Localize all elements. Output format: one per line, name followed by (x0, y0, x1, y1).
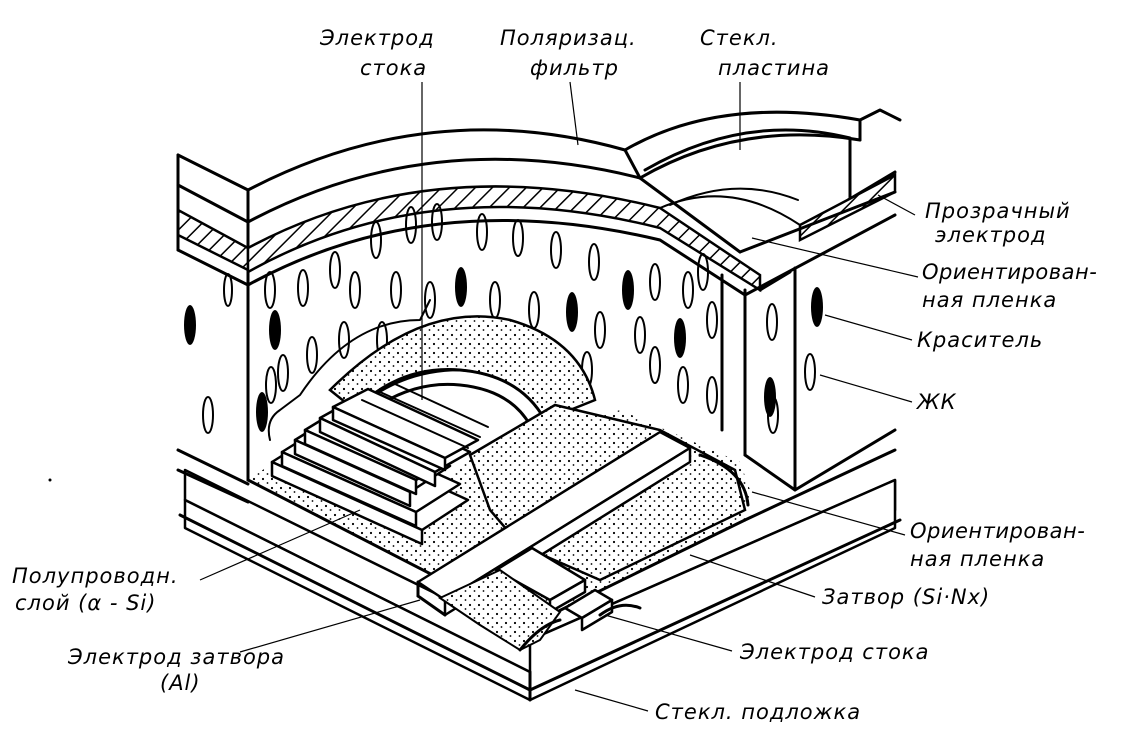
label-gate-electrode-1: Электрод затвора (67, 645, 285, 669)
label-gate-insulator: Затвор (Si·Nx) (822, 585, 990, 609)
lower-dotted-region (437, 568, 642, 652)
label-glass-substrate: Стекл. подложка (655, 700, 861, 724)
label-oriented-film-bottom-1: Ориентирован- (910, 519, 1085, 543)
transparent-electrode-hatched (246, 185, 762, 293)
tft-stack (270, 383, 489, 546)
labels: Электрод стока Поляризац. фильтр Стекл. … (12, 26, 1097, 724)
label-gate-electrode-2: (Al) (160, 671, 201, 695)
label-transparent-electrode-1: Прозрачный (925, 199, 1071, 223)
glass-plate (623, 108, 902, 297)
label-polarizer-1: Поляризац. (500, 26, 637, 50)
label-glass-plate-2: пластина (718, 56, 830, 80)
label-semiconductor-layer-2: слой (α - Si) (15, 591, 156, 615)
label-liquid-crystal: ЖК (915, 390, 957, 414)
label-oriented-film-bottom-2: ная пленка (910, 547, 1045, 571)
label-semiconductor-layer-1: Полупроводн. (12, 564, 179, 588)
pixel-electrode-dome (328, 315, 597, 432)
label-drain-electrode-top-2: стока (360, 56, 427, 80)
polarizing-filter (246, 128, 742, 254)
label-polarizer-2: фильтр (530, 56, 619, 80)
label-glass-plate-1: Стекл. (700, 26, 779, 50)
label-drain-electrode-top-1: Электрод (319, 26, 435, 50)
label-oriented-film-top-2: ная пленка (922, 288, 1057, 312)
oriented-film-top (246, 219, 747, 297)
label-drain-electrode-bottom: Электрод стока (739, 640, 929, 664)
glass-substrate (178, 468, 902, 702)
label-oriented-film-top-1: Ориентирован- (922, 260, 1097, 284)
lc-cell-left-wall (246, 283, 431, 482)
liquid-crystal-molecules (202, 203, 816, 434)
lc-cell-right-wall (720, 266, 897, 492)
label-transparent-electrode-2: электрод (935, 223, 1046, 247)
leader-lines (48, 81, 919, 712)
label-dye: Краситель (917, 328, 1043, 352)
dye-molecules (184, 267, 823, 432)
